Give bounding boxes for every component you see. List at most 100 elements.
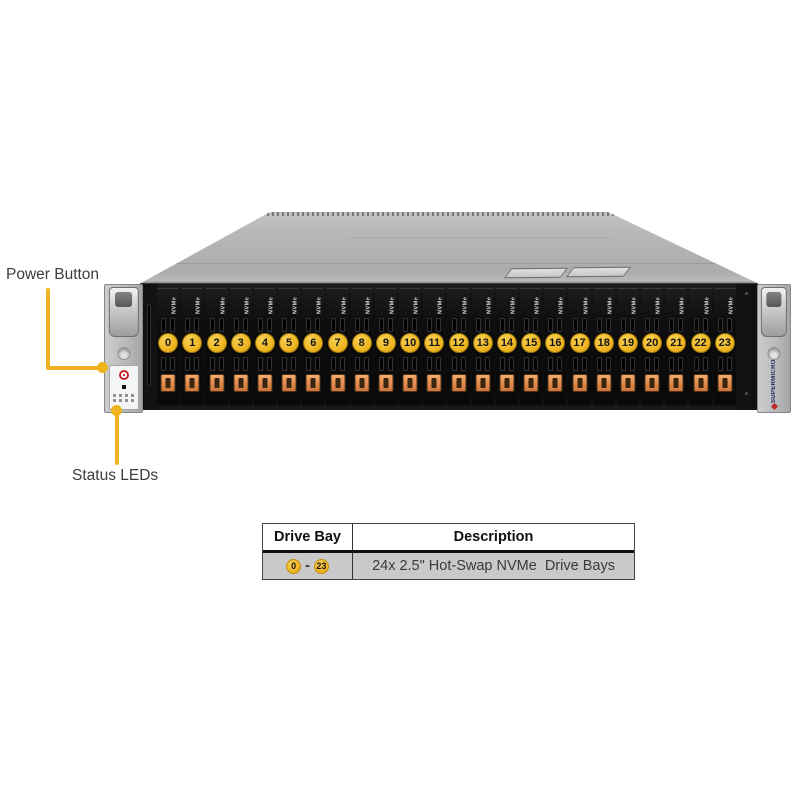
drive-tray[interactable]: NVMe 6 [302,288,325,405]
drive-release-latch[interactable] [523,374,539,392]
drive-release-latch[interactable] [693,374,709,392]
drive-bay-number: 14 [496,333,517,353]
drive-tray[interactable]: NVMe 10 [399,288,422,405]
drive-tray[interactable]: NVMe 0 [157,288,180,405]
drive-release-latch[interactable] [451,374,467,392]
latch-button[interactable] [480,378,486,388]
drive-release-latch[interactable] [378,374,394,392]
status-leds-callout-dot [111,405,122,416]
drive-bay-number: 11 [424,333,445,353]
latch-button[interactable] [165,378,171,388]
latch-button[interactable] [504,378,510,388]
drive-release-latch[interactable] [257,374,273,392]
latch-button[interactable] [698,378,704,388]
drive-tray[interactable]: NVMe 22 [689,288,712,405]
drive-tray[interactable]: NVMe 5 [278,288,301,405]
drive-type-label: NVMe [195,296,202,314]
drive-tray[interactable]: NVMe 23 [713,288,736,405]
latch-button[interactable] [238,378,244,388]
drive-release-latch[interactable] [717,374,733,392]
drive-tray[interactable]: NVMe 14 [495,288,519,405]
latch-button[interactable] [456,378,462,388]
latch-button[interactable] [577,378,583,388]
drive-release-latch[interactable] [620,374,636,392]
latch-button[interactable] [214,378,219,388]
latch-button[interactable] [722,378,728,388]
power-button[interactable] [118,370,129,380]
drive-tray[interactable]: NVMe 20 [641,288,664,405]
drive-release-latch[interactable] [499,374,515,392]
drive-release-latch[interactable] [184,374,200,392]
drive-tray[interactable]: NVMe 9 [374,288,398,405]
status-leds [113,394,134,402]
latch-button[interactable] [335,378,341,388]
drive-type-label: NVMe [171,296,178,314]
drive-release-latch[interactable] [596,374,612,392]
brand-logo-icon [770,402,778,411]
drive-release-latch[interactable] [547,374,563,392]
drive-release-latch[interactable] [426,374,442,392]
drive-tray[interactable]: NVMe 16 [544,288,567,405]
drive-tray[interactable]: NVMe 19 [616,288,640,405]
drive-vents [157,357,179,371]
drive-vents [472,357,494,371]
drive-tray[interactable]: NVMe 11 [423,288,446,405]
drive-release-latch[interactable] [305,374,321,392]
left-ear-handle[interactable] [108,287,139,337]
latch-button[interactable] [649,378,655,388]
drive-tray[interactable]: NVMe 17 [568,288,591,405]
chassis-front-face: NVMe 0 NVMe 1 NVMe 2 NVMe 3 [140,283,758,410]
latch-button[interactable] [407,378,413,388]
drive-tray[interactable]: NVMe 3 [229,288,252,405]
drive-bay-number: 7 [327,333,348,353]
latch-button[interactable] [359,378,365,388]
latch-button[interactable] [625,378,631,388]
right-ear-handle[interactable] [760,287,788,337]
drive-release-latch[interactable] [209,374,224,392]
drive-release-latch[interactable] [475,374,491,392]
latch-button[interactable] [189,378,195,388]
drive-bay-row: NVMe 0 NVMe 1 NVMe 2 NVMe 3 [157,288,736,405]
drive-release-latch[interactable] [160,374,176,392]
drive-tray[interactable]: NVMe 1 [181,288,204,405]
drive-tray[interactable]: NVMe 15 [520,288,543,405]
latch-button[interactable] [552,378,558,388]
latch-button[interactable] [262,378,268,388]
drive-vents [302,318,324,332]
drive-release-latch[interactable] [402,374,418,392]
drive-vents [520,357,542,371]
drive-vents [254,318,276,332]
drive-tray[interactable]: NVMe 18 [592,288,615,405]
drive-release-latch[interactable] [572,374,588,392]
drive-type-label: NVMe [679,296,686,314]
reset-button[interactable] [121,385,126,389]
drive-tray[interactable]: NVMe 21 [665,288,688,405]
drive-type-label: NVMe [389,296,396,314]
drive-type-label: NVMe [220,296,226,314]
drive-tray[interactable]: NVMe 7 [326,288,349,405]
drive-vents [641,357,663,371]
drive-release-latch[interactable] [281,374,297,392]
drive-bay-number: 10 [400,333,421,353]
drive-tray[interactable]: NVMe 13 [471,288,494,405]
drive-tray[interactable]: NVMe 4 [253,288,277,405]
brand-logo-text: SUPERMICRO [771,359,777,403]
drive-release-latch[interactable] [644,374,660,392]
drive-tray[interactable]: NVMe 12 [447,288,470,405]
table-data-row: 0 - 23 24x 2.5" Hot-Swap NVMe Drive Bays [263,553,634,579]
drive-tray[interactable]: NVMe 2 [205,288,228,405]
latch-button[interactable] [286,378,292,388]
drive-release-latch[interactable] [233,374,249,392]
latch-button[interactable] [310,378,316,388]
latch-button[interactable] [383,378,389,388]
drive-release-latch[interactable] [354,374,370,392]
drive-bay-number: 2 [206,333,227,353]
drive-bay-number: 3 [230,333,251,353]
latch-button[interactable] [673,378,679,388]
latch-button[interactable] [431,378,437,388]
drive-release-latch[interactable] [668,374,684,392]
drive-tray[interactable]: NVMe 8 [350,288,373,405]
latch-button[interactable] [601,378,607,388]
drive-release-latch[interactable] [330,374,346,392]
latch-button[interactable] [528,378,534,388]
